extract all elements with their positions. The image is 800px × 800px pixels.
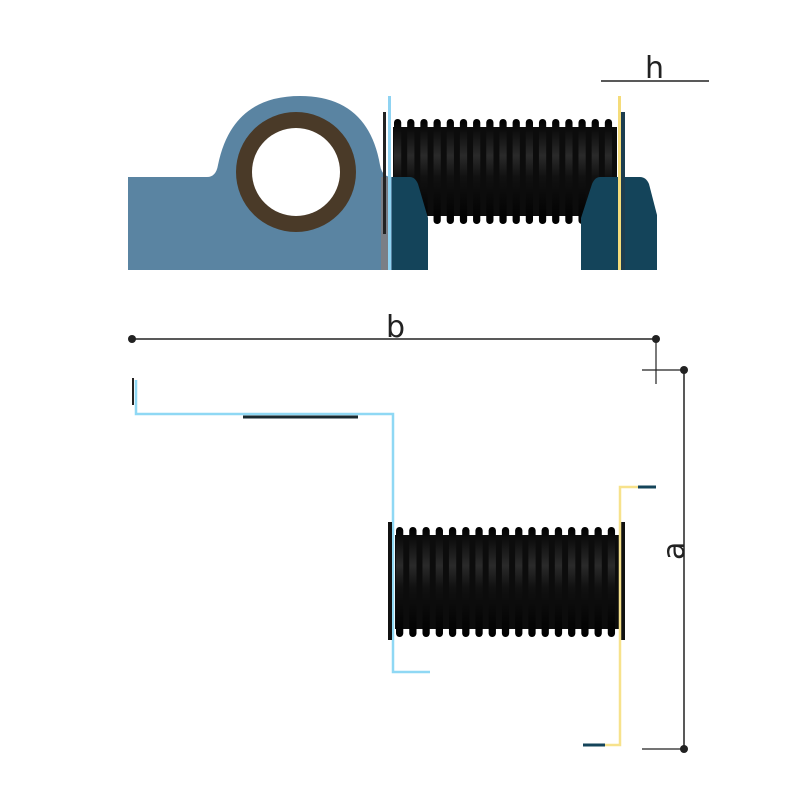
flange-left-side: [388, 522, 392, 640]
bellows-rib: [594, 527, 602, 637]
bellows-side: [395, 527, 620, 637]
flange-plate-right: [621, 112, 625, 270]
bellows-rib: [435, 527, 443, 637]
dimension-a: a: [642, 366, 692, 753]
bellows-rib: [568, 527, 576, 637]
top-view: h: [128, 51, 709, 270]
bellows-rib: [525, 119, 534, 224]
dimension-b: b: [128, 310, 684, 384]
dimension-h-label: h: [645, 51, 664, 86]
bellows-rib: [512, 119, 520, 224]
dimension-b-label: b: [386, 310, 405, 345]
bellows-rib: [488, 527, 496, 637]
bellows-rib: [565, 119, 573, 224]
bellows-rib: [528, 527, 536, 637]
bellows-rib: [607, 527, 616, 637]
bellows-rib: [462, 527, 470, 637]
flange-right-side: [621, 522, 625, 640]
dimension-a-label: a: [657, 542, 692, 560]
bellows-rib: [409, 527, 417, 637]
bellows-rib: [433, 119, 441, 224]
bellows-rib: [541, 527, 549, 637]
bellows-rib: [554, 527, 563, 637]
flange-edge-left: [388, 96, 391, 270]
bellows-rib: [578, 119, 586, 224]
bellows-rib: [422, 527, 430, 637]
flange-edge-right: [618, 96, 621, 270]
bellows-rib: [499, 119, 507, 224]
bellows-rib: [486, 119, 494, 224]
bellows-rib: [448, 527, 457, 637]
bracket-profile-left: [134, 380, 430, 674]
bellows-rib: [552, 119, 560, 224]
bellows-rib: [459, 119, 468, 224]
a-endpoint-top: [680, 366, 688, 374]
side-view: [132, 378, 656, 747]
bellows-rib: [420, 119, 428, 224]
bellows-top: [393, 119, 617, 224]
bellows-rib: [581, 527, 589, 637]
bellows-rib: [396, 527, 404, 637]
b-endpoint-left: [128, 335, 136, 343]
bellows-rib: [473, 119, 481, 224]
bellows-rib: [538, 119, 547, 224]
bellows-rib: [446, 119, 454, 224]
clamp-block-left: [392, 177, 428, 270]
bushing-hole: [252, 128, 340, 216]
bellows-rib: [475, 527, 483, 637]
bellows-rib: [515, 527, 523, 637]
bellows-rib: [501, 527, 510, 637]
flange-seal-left: [383, 112, 386, 234]
